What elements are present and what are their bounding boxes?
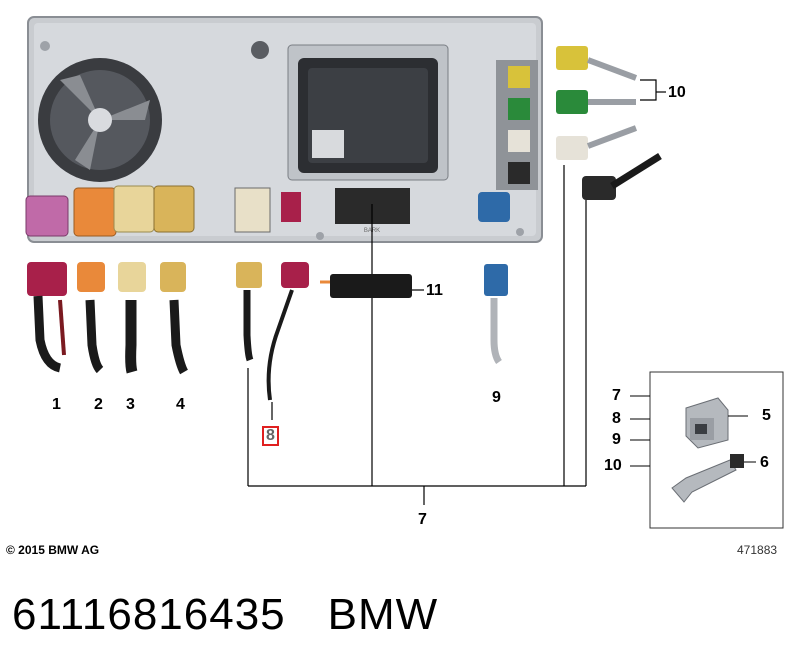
copyright-notice: © 2015 BMW AG bbox=[6, 543, 100, 557]
diagram-reference-number: 471883 bbox=[737, 543, 778, 557]
part-5-connector bbox=[685, 397, 748, 449]
cooling-fan bbox=[38, 58, 162, 182]
cable-4 bbox=[160, 262, 188, 375]
part-number: 61116816435 bbox=[12, 590, 286, 639]
main-connector-block bbox=[287, 44, 449, 181]
callout-9: 9 bbox=[492, 389, 501, 406]
callout-10: 10 bbox=[668, 84, 686, 101]
cable-11 bbox=[320, 274, 412, 298]
callout-11: 11 bbox=[426, 282, 443, 299]
brand-name: BMW bbox=[327, 590, 439, 639]
part-number-line: 61116816435 BMW bbox=[12, 590, 480, 640]
inset-callout-8: 8 bbox=[612, 410, 621, 427]
cable-3 bbox=[118, 262, 146, 374]
callout-1: 1 bbox=[52, 396, 61, 413]
callout-8-highlighted: 8 bbox=[262, 426, 279, 446]
inset-callout-7: 7 bbox=[612, 387, 621, 404]
leader-lines bbox=[247, 79, 666, 505]
cable-2 bbox=[77, 262, 105, 374]
cable-9 bbox=[484, 264, 508, 365]
callout-2: 2 bbox=[94, 396, 103, 413]
inset-box bbox=[630, 371, 784, 529]
cable-7 bbox=[236, 262, 262, 362]
callout-6: 6 bbox=[760, 454, 769, 471]
callout-5: 5 bbox=[762, 407, 771, 424]
callout-4: 4 bbox=[176, 396, 185, 413]
cable-1 bbox=[27, 262, 67, 373]
part-6-plug bbox=[671, 454, 756, 503]
inset-callout-9: 9 bbox=[612, 431, 621, 448]
inset-callout-10: 10 bbox=[604, 457, 622, 474]
cables-10 bbox=[556, 46, 662, 200]
cable-8 bbox=[266, 262, 309, 401]
callout-7: 7 bbox=[418, 511, 427, 528]
callout-3: 3 bbox=[126, 396, 135, 413]
head-unit: BARK bbox=[25, 16, 543, 243]
